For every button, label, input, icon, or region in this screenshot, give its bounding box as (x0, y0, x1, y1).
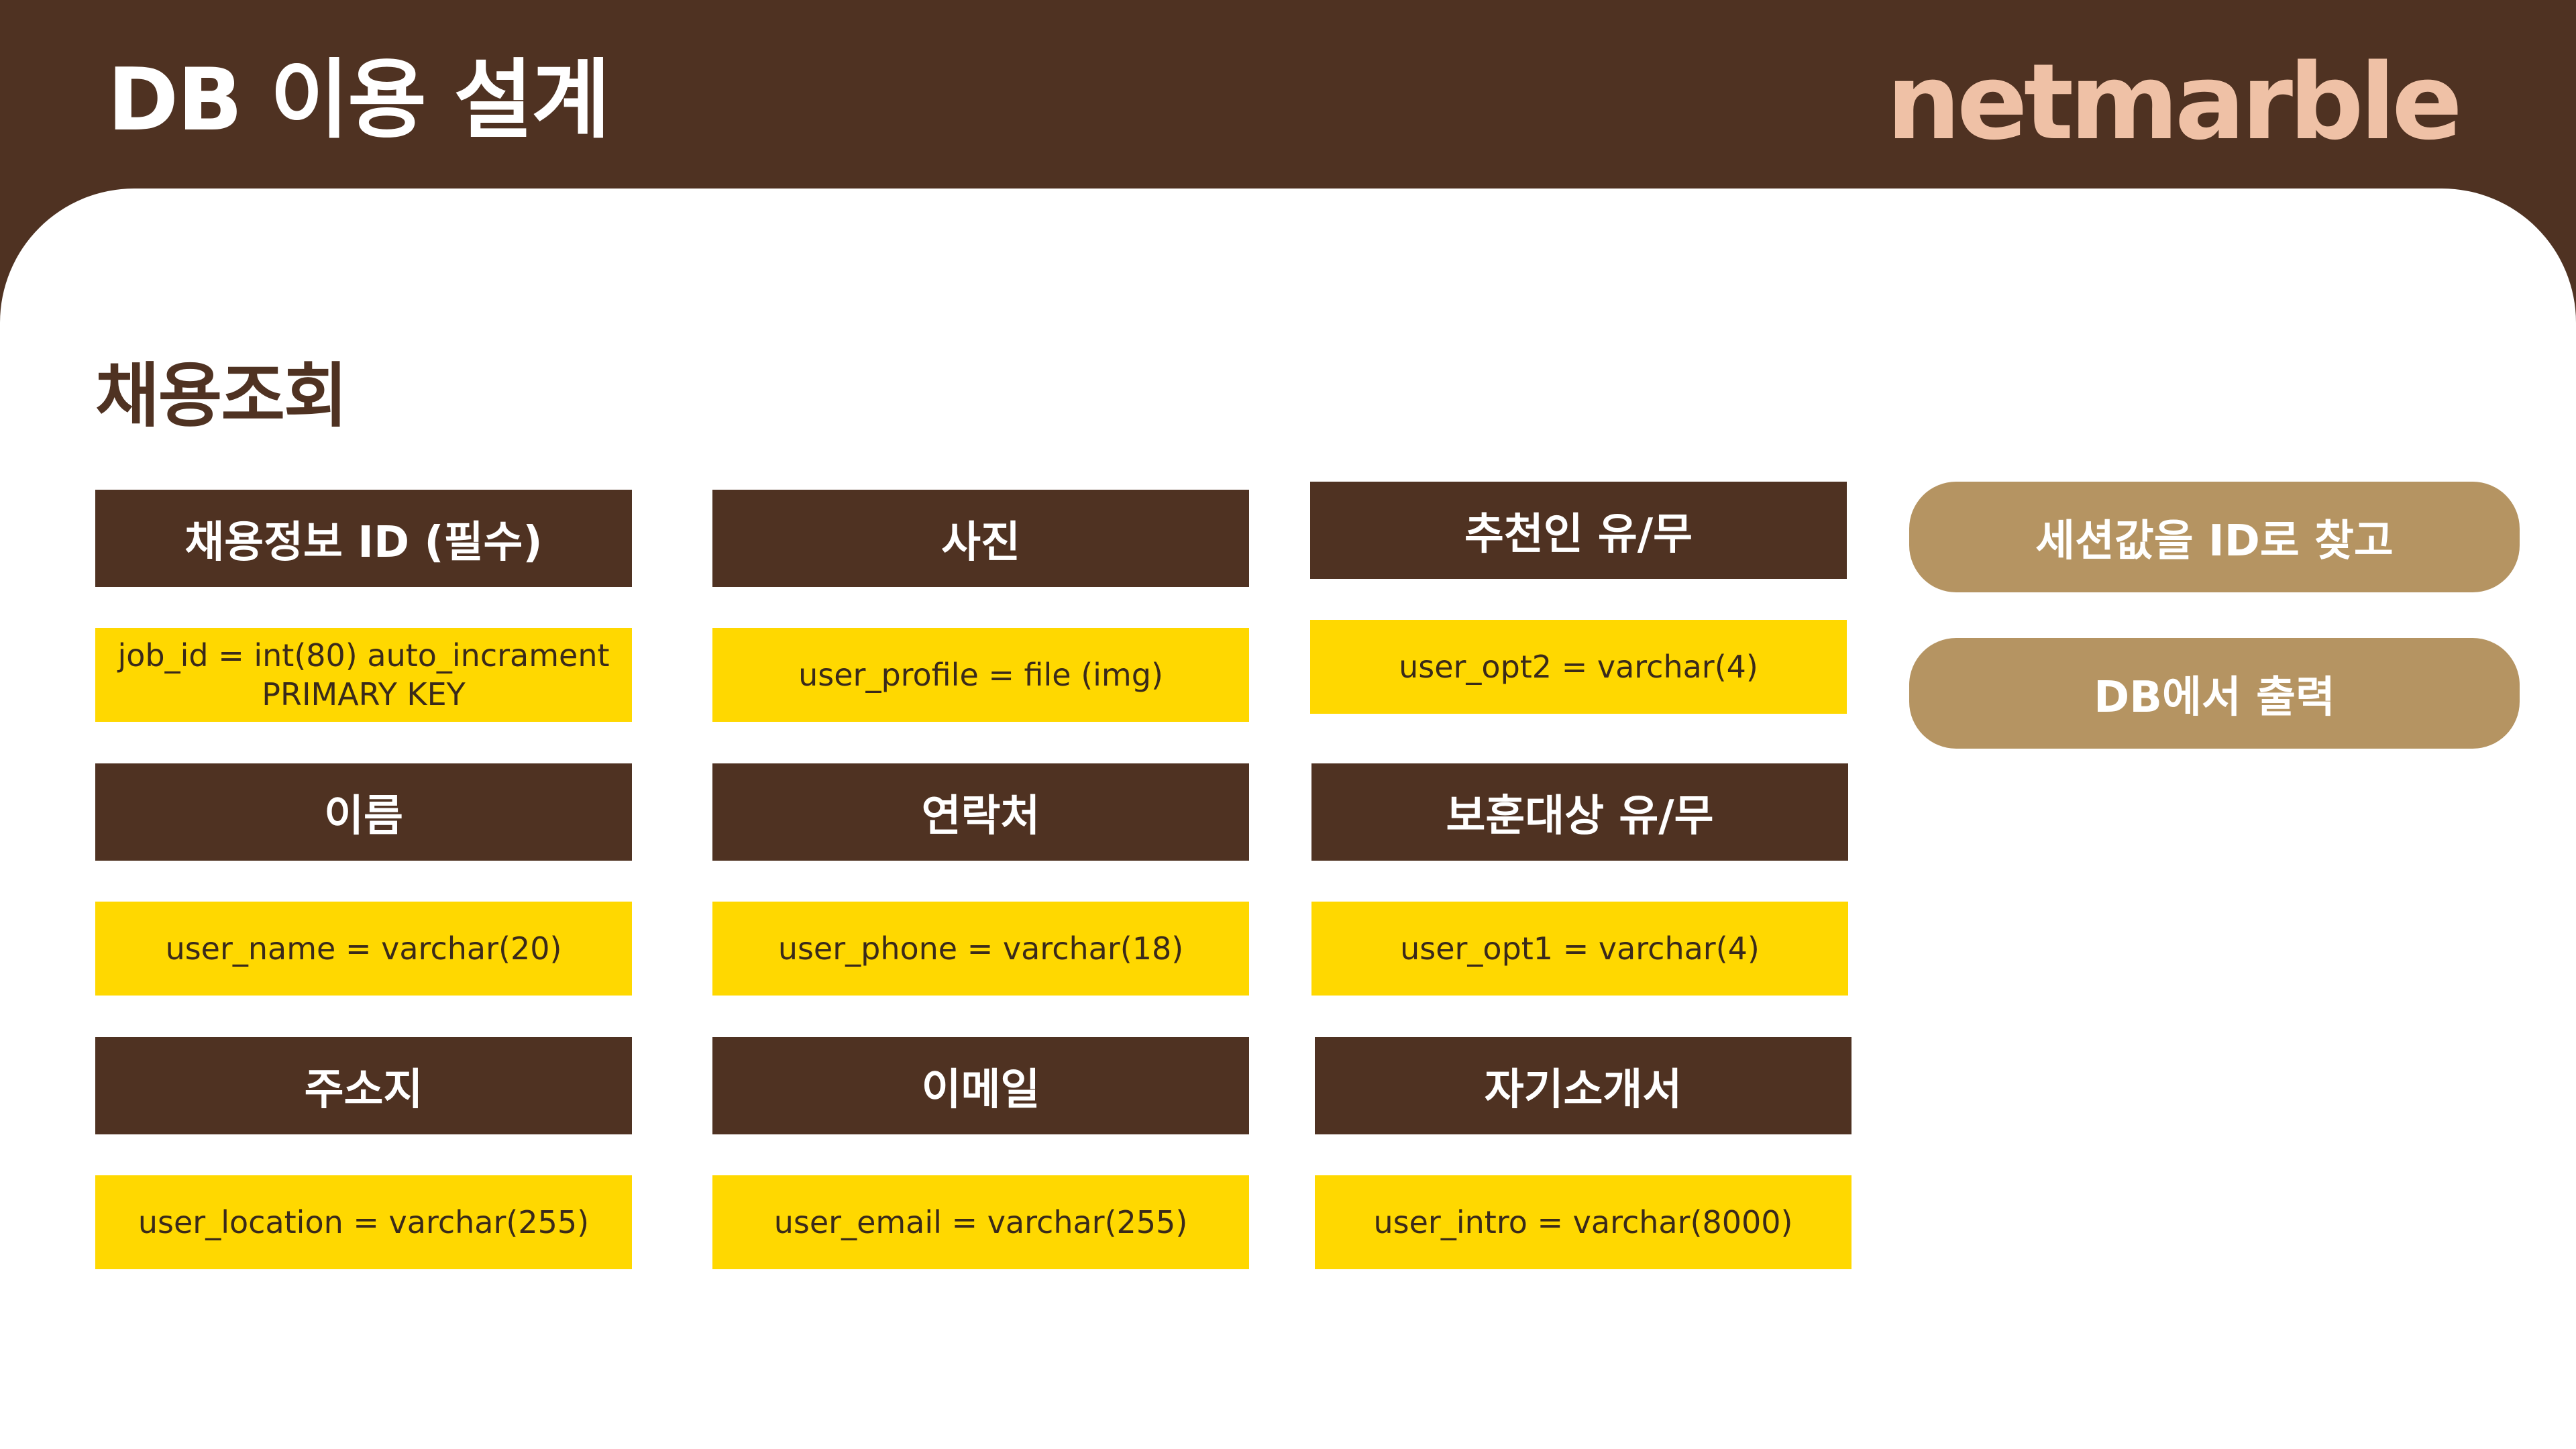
db-output-button[interactable]: DB에서 출력 (1909, 638, 2520, 749)
field-header-address: 주소지 (95, 1037, 632, 1134)
field-header-referrer: 추천인 유/무 (1310, 482, 1847, 579)
find-session-id-button[interactable]: 세션값을 ID로 찾고 (1909, 482, 2520, 592)
field-type-email: user_email = varchar(255) (712, 1175, 1249, 1269)
slide-title: DB 이용 설계 (107, 50, 610, 150)
field-header-veteran: 보훈대상 유/무 (1311, 763, 1848, 861)
field-type-photo: user_profile = file (img) (712, 628, 1249, 722)
section-title: 채용조회 (95, 355, 348, 437)
field-header-phone: 연락처 (712, 763, 1249, 861)
field-type-intro: user_intro = varchar(8000) (1315, 1175, 1851, 1269)
field-header-job-id: 채용정보 ID (필수) (95, 490, 632, 587)
field-type-address: user_location = varchar(255) (95, 1175, 632, 1269)
field-header-email: 이메일 (712, 1037, 1249, 1134)
field-type-referrer: user_opt2 = varchar(4) (1310, 620, 1847, 714)
field-header-name: 이름 (95, 763, 632, 861)
field-header-photo: 사진 (712, 490, 1249, 587)
field-type-veteran: user_opt1 = varchar(4) (1311, 902, 1848, 996)
field-type-job-id: job_id = int(80) auto_incrament PRIMARY … (95, 628, 632, 722)
netmarble-logo: netmarble (1886, 41, 2463, 163)
field-type-name: user_name = varchar(20) (95, 902, 632, 996)
field-type-phone: user_phone = varchar(18) (712, 902, 1249, 996)
field-header-intro: 자기소개서 (1315, 1037, 1851, 1134)
